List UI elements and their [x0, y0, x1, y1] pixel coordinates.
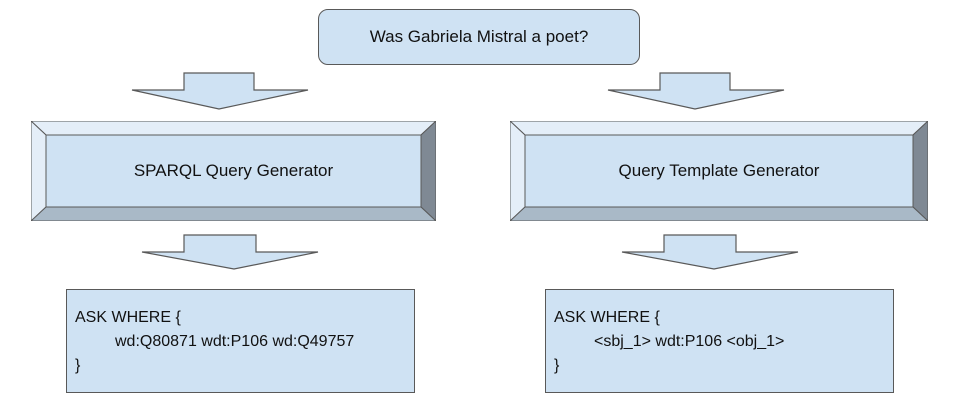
query-template-generator-box: Query Template Generator	[510, 121, 928, 221]
template-query-box: ASK WHERE { <sbj_1> wdt:P106 <obj_1> }	[545, 289, 894, 393]
sparql-query-generator-box: SPARQL Query Generator	[31, 121, 436, 221]
arrow-down-top-left	[130, 72, 310, 112]
sparql-query-box: ASK WHERE { wd:Q80871 wdt:P106 wd:Q49757…	[66, 289, 415, 393]
sparql-query-generator-label: SPARQL Query Generator	[133, 161, 334, 180]
template-query-line-2: <sbj_1> wdt:P106 <obj_1>	[594, 333, 785, 350]
template-query-line-3: }	[554, 357, 560, 374]
template-query-line-1: ASK WHERE {	[554, 309, 660, 326]
arrow-down-top-right	[606, 72, 786, 112]
sparql-query-line-1: ASK WHERE {	[75, 309, 181, 326]
sparql-query-line-3: }	[75, 357, 81, 374]
arrow-down-bottom-right	[620, 234, 800, 274]
sparql-query-line-2: wd:Q80871 wdt:P106 wd:Q49757	[115, 333, 355, 350]
arrow-down-bottom-left	[140, 234, 320, 274]
query-template-generator-label: Query Template Generator	[618, 161, 820, 180]
question-text: Was Gabriela Mistral a poet?	[369, 27, 589, 46]
question-box: Was Gabriela Mistral a poet?	[318, 9, 640, 65]
